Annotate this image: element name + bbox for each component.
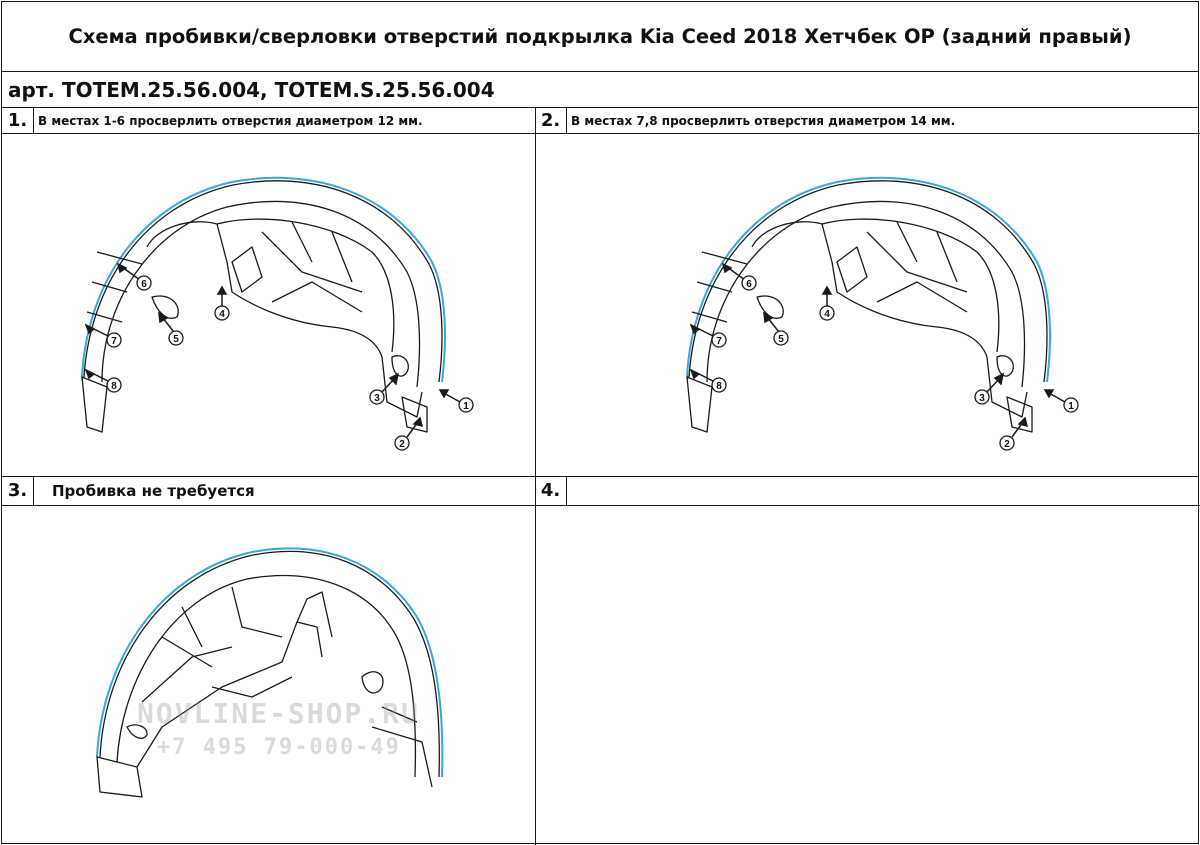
page-title: Схема пробивки/сверловки отверстий подкр… [68,25,1132,48]
callout-5: 5 [173,334,179,345]
cell-1-number: 1. [2,108,34,133]
watermark-site: NOVLINE-SHOP.RU [137,697,420,730]
cell-4-header: 4. [535,476,1200,506]
cell-4-instruction [567,476,585,505]
wheel-liner-drawing: 1 2 3 4 5 6 7 8 [81,176,474,451]
callout-7: 7 [111,336,117,347]
title-row: Схема пробивки/сверловки отверстий подкр… [2,2,1198,72]
callout-4: 4 [219,309,225,320]
article-row: арт. TOTEM.25.56.004, TOTEM.S.25.56.004 [2,72,1198,108]
cell-3-number: 3. [2,476,34,505]
callout-3: 3 [979,393,985,404]
callout-5: 5 [778,334,784,345]
wheel-liner-drawing: 1 2 3 4 5 6 7 8 [686,176,1079,451]
callout-7: 7 [716,336,722,347]
grid-divider-horizontal [2,476,1198,477]
callout-2: 2 [1004,439,1010,450]
callout-6: 6 [141,279,147,290]
watermark-phone: +7 495 79-000-49 [157,735,401,760]
wheel-liner-drawing [96,547,444,798]
wheel-liner-figure-1: 1 2 3 4 5 6 7 8 [62,152,482,462]
cell-2-number: 2. [535,108,567,133]
wheel-liner-figure-3 [82,527,462,817]
cell-2-header: 2. В местах 7,8 просверлить отверстия ди… [535,108,1200,134]
cell-3-instruction: Пробивка не требуется [52,481,255,500]
cell-1-instruction: В местах 1-6 просверлить отверстия диаме… [38,113,423,128]
cell-2-instruction: В местах 7,8 просверлить отверстия диаме… [571,113,956,128]
callout-1: 1 [463,401,469,412]
callout-1: 1 [1068,401,1074,412]
callout-4: 4 [824,309,830,320]
wheel-liner-figure-2: 1 2 3 4 5 6 7 8 [667,152,1087,462]
callout-8: 8 [716,381,722,392]
callout-8: 8 [111,381,117,392]
article-number: арт. TOTEM.25.56.004, TOTEM.S.25.56.004 [8,77,495,102]
callout-6: 6 [746,279,752,290]
callout-2: 2 [399,439,405,450]
cell-3-header: 3. Пробивка не требуется [2,476,535,506]
cell-4-number: 4. [535,476,567,505]
callout-3: 3 [374,393,380,404]
cell-1-header: 1. В местах 1-6 просверлить отверстия ди… [2,108,535,134]
